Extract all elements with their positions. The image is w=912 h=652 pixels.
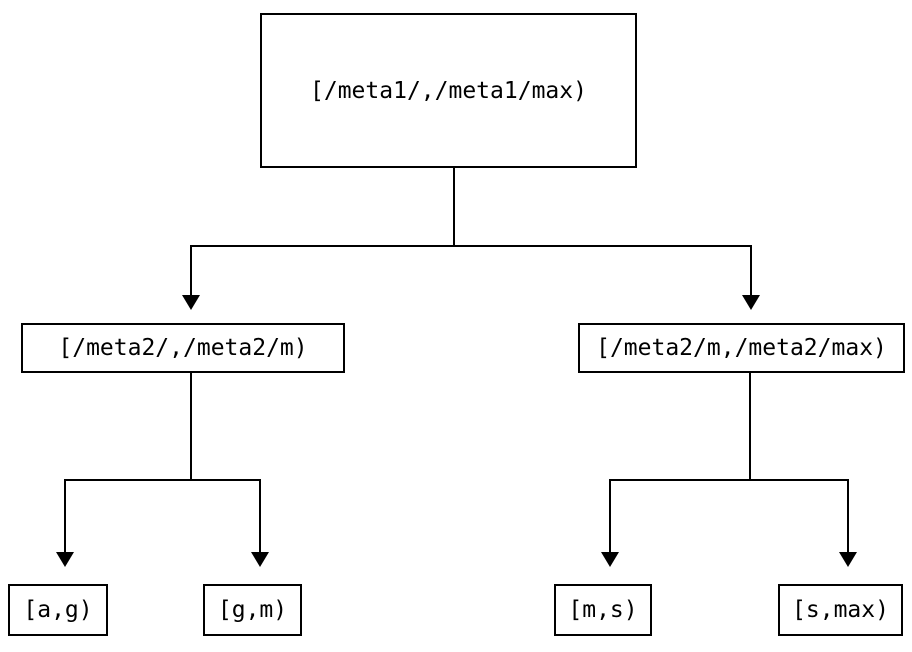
node-leaf-a-g: [a,g) (8, 584, 108, 636)
edge-meta2-right-stem-line (749, 373, 751, 480)
edge-meta2-left-stem-line (190, 373, 192, 480)
node-label: [s,max) (792, 597, 889, 623)
edge-meta2-left-left-drop-line (64, 479, 66, 552)
arrow-down-icon (839, 552, 857, 567)
node-root-meta1-range: [/meta1/,/meta1/max) (260, 13, 637, 168)
arrow-down-icon (742, 295, 760, 310)
node-label: [/meta2/m,/meta2/max) (596, 335, 887, 361)
edge-meta2-right-rail-line (609, 479, 849, 481)
edge-meta2-left-right-drop-line (259, 479, 261, 552)
node-leaf-s-max: [s,max) (778, 584, 903, 636)
arrow-down-icon (251, 552, 269, 567)
node-label: [g,m) (217, 597, 288, 623)
edge-root-stem-line (453, 168, 455, 246)
edge-root-left-drop-line (190, 245, 192, 295)
arrow-down-icon (56, 552, 74, 567)
arrow-down-icon (601, 552, 619, 567)
edge-root-right-drop-line (750, 245, 752, 295)
node-label: [/meta2/,/meta2/m) (58, 335, 308, 361)
node-leaf-m-s: [m,s) (554, 584, 652, 636)
node-leaf-g-m: [g,m) (203, 584, 302, 636)
node-label: [/meta1/,/meta1/max) (310, 77, 587, 104)
node-label: [m,s) (568, 597, 638, 623)
node-meta2-right-range: [/meta2/m,/meta2/max) (578, 323, 905, 373)
node-meta2-left-range: [/meta2/,/meta2/m) (21, 323, 345, 373)
node-label: [a,g) (23, 597, 93, 623)
edge-meta2-right-right-drop-line (847, 479, 849, 552)
arrow-down-icon (182, 295, 200, 310)
edge-meta2-left-rail-line (64, 479, 261, 481)
edge-meta2-right-left-drop-line (609, 479, 611, 552)
edge-root-rail-line (190, 245, 752, 247)
